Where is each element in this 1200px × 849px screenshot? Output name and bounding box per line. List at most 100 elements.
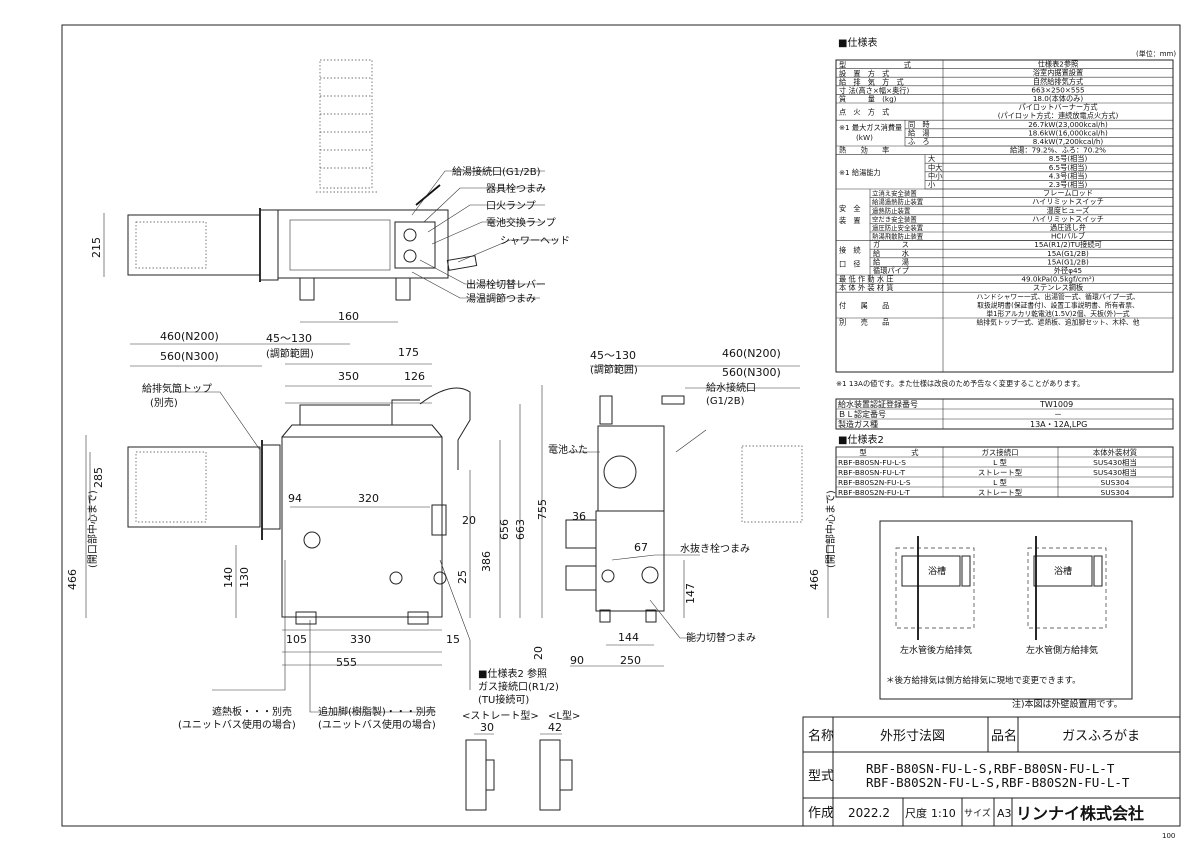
- water-connection-label: 給水接続口: [706, 381, 756, 394]
- vent-center-side: (開口部中心まで): [824, 490, 837, 568]
- dim-36: 36: [572, 510, 586, 523]
- safety-key-4: 過圧防止安全装置: [872, 223, 924, 232]
- gas-key-2: ふ ろ: [908, 137, 930, 146]
- spec-label-3: 寸 法(高さ×幅×奥行): [839, 86, 909, 95]
- tu-connection-label: (TU接続可): [478, 693, 529, 706]
- dim-67: 67: [634, 541, 648, 554]
- sold-separately-label: (別売): [150, 396, 178, 409]
- connection-value-1: 15A(G1/2B): [1047, 249, 1089, 258]
- safety-label-2: 装 置: [839, 216, 861, 225]
- dim-330: 330: [350, 633, 371, 646]
- gas-value-2: 8.4kW(7,200kcal/h): [1033, 137, 1104, 146]
- spec-label-4: 質 量 (kg): [839, 95, 897, 104]
- dim-215: 215: [90, 237, 103, 258]
- cert-value-1: －: [1054, 410, 1062, 419]
- spec-value-3: 663×250×555: [1031, 85, 1084, 94]
- dim-320: 320: [358, 492, 379, 505]
- dim-250: 250: [620, 654, 641, 667]
- product-label: 品名: [991, 728, 1017, 744]
- adjust-range-front: (調節範囲): [266, 347, 314, 360]
- spec-value-2: 自然給排気方式: [1033, 77, 1083, 86]
- size-label: サイズ: [964, 807, 991, 819]
- model-line-1: RBF-B80SN-FU-L-S,RBF-B80SN-FU-L-T: [866, 761, 1115, 776]
- spec-title: ■仕様表: [838, 36, 877, 49]
- dim-20-bottom: 20: [532, 646, 545, 660]
- dim-144: 144: [618, 631, 639, 644]
- water-connection-size: (G1/2B): [706, 396, 745, 407]
- spec2-row-value-1: ステンレス鋼板: [1033, 283, 1083, 292]
- accessory-line-0: ハンドシャワー一式、出湯管一式、循環パイプ一式、: [976, 292, 1139, 301]
- sold-separately-row-value: 給排気トップ一式、遮熱板、追加脚セット、木枠、他: [977, 318, 1140, 327]
- connection-value-0: 15A(R1/2)TU接続可: [1034, 240, 1101, 249]
- name-label: 名称: [808, 728, 834, 744]
- capacity-key-0: 大: [928, 154, 935, 163]
- safety-value-1: ハイリミットスイッチ: [1032, 197, 1104, 206]
- spec-value-1: 浴室内据置設置: [1033, 68, 1083, 77]
- dim-175: 175: [398, 346, 419, 359]
- accessory-line-2: 単1形アルカリ乾電池(1.5V)2個、天板(外)一式: [986, 309, 1129, 318]
- safety-value-2: 温度ヒューズ: [1047, 206, 1090, 215]
- dim-140: 140: [222, 567, 235, 588]
- spec2-cell-0-2: SUS430相当: [1093, 458, 1137, 467]
- spec2-row-label-1: 本 体 外 装 材 質: [839, 283, 894, 292]
- dim-285: 285: [92, 467, 105, 488]
- right-install-caption: 左水管側方給排気: [1026, 644, 1098, 656]
- adjust-range-side: (調節範囲): [590, 363, 638, 376]
- straight-type-label: <ストレート型>: [462, 709, 539, 722]
- dim-45-130-side: 45～130: [590, 349, 636, 362]
- spec2-cell-2-0: RBF-B80S2N-FU-L-S: [838, 478, 911, 487]
- dim-90: 90: [570, 654, 584, 667]
- scale-label: 尺度: [905, 806, 927, 820]
- capacity-key-1: 中大: [928, 163, 942, 172]
- dim-755: 755: [536, 499, 549, 520]
- extra-leg-label: 追加脚(樹脂製)・・・別売: [318, 705, 436, 718]
- safety-key-0: 立消え安全装置: [872, 189, 917, 198]
- spec2-cell-3-1: ストレート型: [978, 488, 1023, 497]
- dim-350: 350: [338, 370, 359, 383]
- spec2-title: ■仕様表2: [838, 433, 884, 446]
- spec-table-grid: [835, 59, 1174, 373]
- dim-460-side: 460(N200): [722, 347, 781, 360]
- dim-105: 105: [286, 633, 307, 646]
- spec-unit: (単位：mm): [1136, 49, 1176, 58]
- spec-label-0: 型 式: [839, 60, 911, 69]
- made-date: 2022.2: [848, 806, 890, 820]
- spec2-row-value-0: 49.0kPa(0.5kgf/cm²): [1021, 275, 1094, 284]
- dim-147: 147: [684, 583, 697, 604]
- spec2-header-2: 本体外装材質: [1093, 448, 1137, 457]
- capacity-value-1: 6.5号(相当): [1049, 163, 1088, 172]
- dim-386: 386: [480, 551, 493, 572]
- side-view: [565, 365, 829, 667]
- spec-value-0: 仕様表2参照: [1038, 60, 1079, 69]
- spec2-cell-1-1: ストレート型: [978, 468, 1023, 477]
- dim-555: 555: [336, 656, 357, 669]
- safety-key-3: 空だき安全装置: [872, 214, 917, 223]
- spec-label-5: 点 火 方 式: [839, 108, 889, 117]
- cert-value-2: 13A・12A,LPG: [1030, 420, 1087, 429]
- safety-key-1: 給湯過熱防止装置: [872, 197, 924, 206]
- capacity-value-2: 4.3号(相当): [1049, 171, 1088, 180]
- heat-shield-label: 遮熱板・・・別売: [212, 705, 292, 718]
- exhaust-top-label: 給排気筒トップ: [142, 382, 212, 395]
- dim-160: 160: [338, 310, 359, 323]
- gas-value-0: 26.7kW(23,000kcal/h): [1028, 120, 1108, 129]
- safety-value-3: ハイリミットスイッチ: [1032, 214, 1104, 223]
- install-note: ＊後方給排気は側方給排気に現地で変更できます。: [886, 675, 1081, 686]
- capacity-key-2: 中小: [928, 171, 942, 180]
- efficiency-value: 給湯：79.2%、ふろ：70.2%: [1010, 146, 1106, 155]
- hot-water-connection-label: 給湯接続口(G1/2B): [452, 165, 541, 178]
- spec2-header-0: 型 式: [859, 448, 919, 457]
- spec2-cell-2-1: L 型: [993, 478, 1007, 487]
- accessory-line-1: 取扱説明書(保証書付)、設置工事説明書、所有者票、: [977, 300, 1139, 309]
- size-value: A3: [997, 807, 1012, 820]
- dim-663: 663: [514, 519, 527, 540]
- cert-key-1: ＢＬ認定番号: [838, 409, 886, 419]
- dim-25: 25: [456, 570, 469, 584]
- shower-head-label: シャワーヘッド: [500, 236, 570, 247]
- connection-key-0: ガ ス: [873, 240, 909, 249]
- model-line-2: RBF-B80S2N-FU-L-S,RBF-B80S2N-FU-L-T: [866, 775, 1130, 790]
- dim-560-side: 560(N300): [722, 366, 781, 379]
- cert-value-0: TW1009: [1039, 400, 1073, 409]
